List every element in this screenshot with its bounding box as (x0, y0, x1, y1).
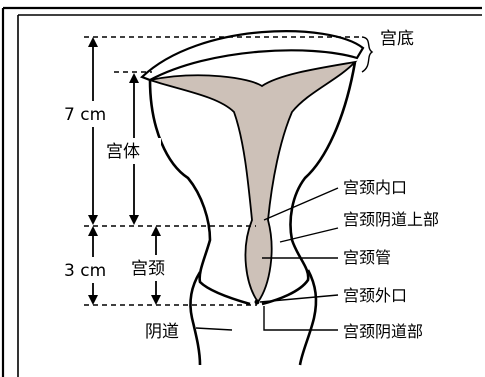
cervix-length-label: 3 cm (64, 261, 106, 281)
internal-os-label: 宫颈内口 (343, 178, 407, 197)
body-length-arrow-bottom (88, 215, 98, 225)
cervix-arrow-top (151, 226, 161, 236)
cervical-canal-label: 宫颈管 (343, 248, 391, 267)
vaginal-cervix-leader (264, 306, 338, 330)
fundus-label: 宫底 (380, 29, 414, 49)
vagina-right-wall (300, 270, 316, 365)
external-os-leader (260, 295, 338, 302)
body-arrow-bottom (129, 215, 139, 225)
external-os-point (255, 300, 260, 305)
vagina-leader (196, 328, 232, 330)
cervix-length-arrow-bottom (88, 295, 98, 305)
body-length-label: 7 cm (64, 105, 106, 125)
cervix-length-arrow-top (88, 226, 98, 236)
supravaginal-cervix-label: 宫颈阴道上部 (343, 210, 439, 229)
body-arrow-top (129, 73, 139, 83)
external-os-label: 宫颈外口 (343, 286, 407, 305)
supravaginal-cervix-leader (280, 228, 338, 242)
vagina-label: 阴道 (145, 322, 179, 342)
body-label: 宫体 (106, 142, 140, 162)
vagina-left-wall (190, 272, 200, 365)
fundus-brace (362, 37, 372, 72)
cervix-arrow-bottom (151, 295, 161, 305)
internal-os-leader (264, 188, 338, 220)
cervix-label: 宫颈 (131, 259, 165, 279)
vaginal-cervix-label: 宫颈阴道部 (343, 322, 423, 341)
body-length-arrow-top (88, 37, 98, 47)
